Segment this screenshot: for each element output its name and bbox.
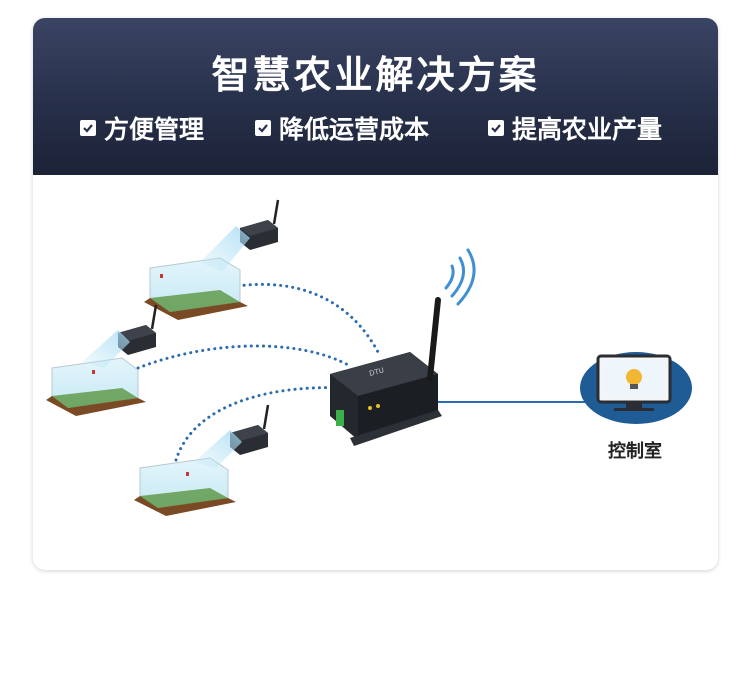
banner-title: 智慧农业解决方案 bbox=[211, 53, 540, 97]
greenhouse-icon bbox=[46, 357, 146, 416]
feature-item: 降低运营成本 bbox=[255, 110, 429, 146]
feature-label: 提高农业产量 bbox=[512, 115, 663, 144]
gateway-device: DTU bbox=[330, 297, 442, 446]
control-room-label: 控制室 bbox=[608, 441, 662, 462]
link-greenhouse-3 bbox=[174, 386, 344, 462]
link-greenhouse-1 bbox=[236, 282, 380, 354]
sensor-device bbox=[240, 199, 280, 250]
checkbox-icon bbox=[255, 120, 271, 136]
sensor-device bbox=[230, 404, 270, 455]
feature-item: 方便管理 bbox=[80, 110, 204, 146]
wireless-links bbox=[136, 282, 380, 462]
control-room-icon bbox=[580, 352, 692, 424]
greenhouse-icon bbox=[144, 257, 248, 320]
feature-label: 方便管理 bbox=[104, 115, 205, 144]
checkbox-icon bbox=[80, 120, 96, 136]
feature-list: 方便管理 降低运营成本 提高农业产量 bbox=[33, 110, 718, 146]
link-greenhouse-2 bbox=[136, 344, 352, 370]
feature-item: 提高农业产量 bbox=[488, 110, 662, 146]
greenhouse-icon bbox=[134, 457, 236, 516]
banner: 智慧农业解决方案 方便管理 降低运营成本 提高农业产量 bbox=[33, 18, 718, 175]
wifi-signal-icon bbox=[444, 248, 476, 306]
sensor-device bbox=[118, 304, 158, 355]
gateway-label: DTU bbox=[368, 366, 384, 378]
feature-label: 降低运营成本 bbox=[279, 115, 430, 144]
checkbox-icon bbox=[488, 120, 504, 136]
